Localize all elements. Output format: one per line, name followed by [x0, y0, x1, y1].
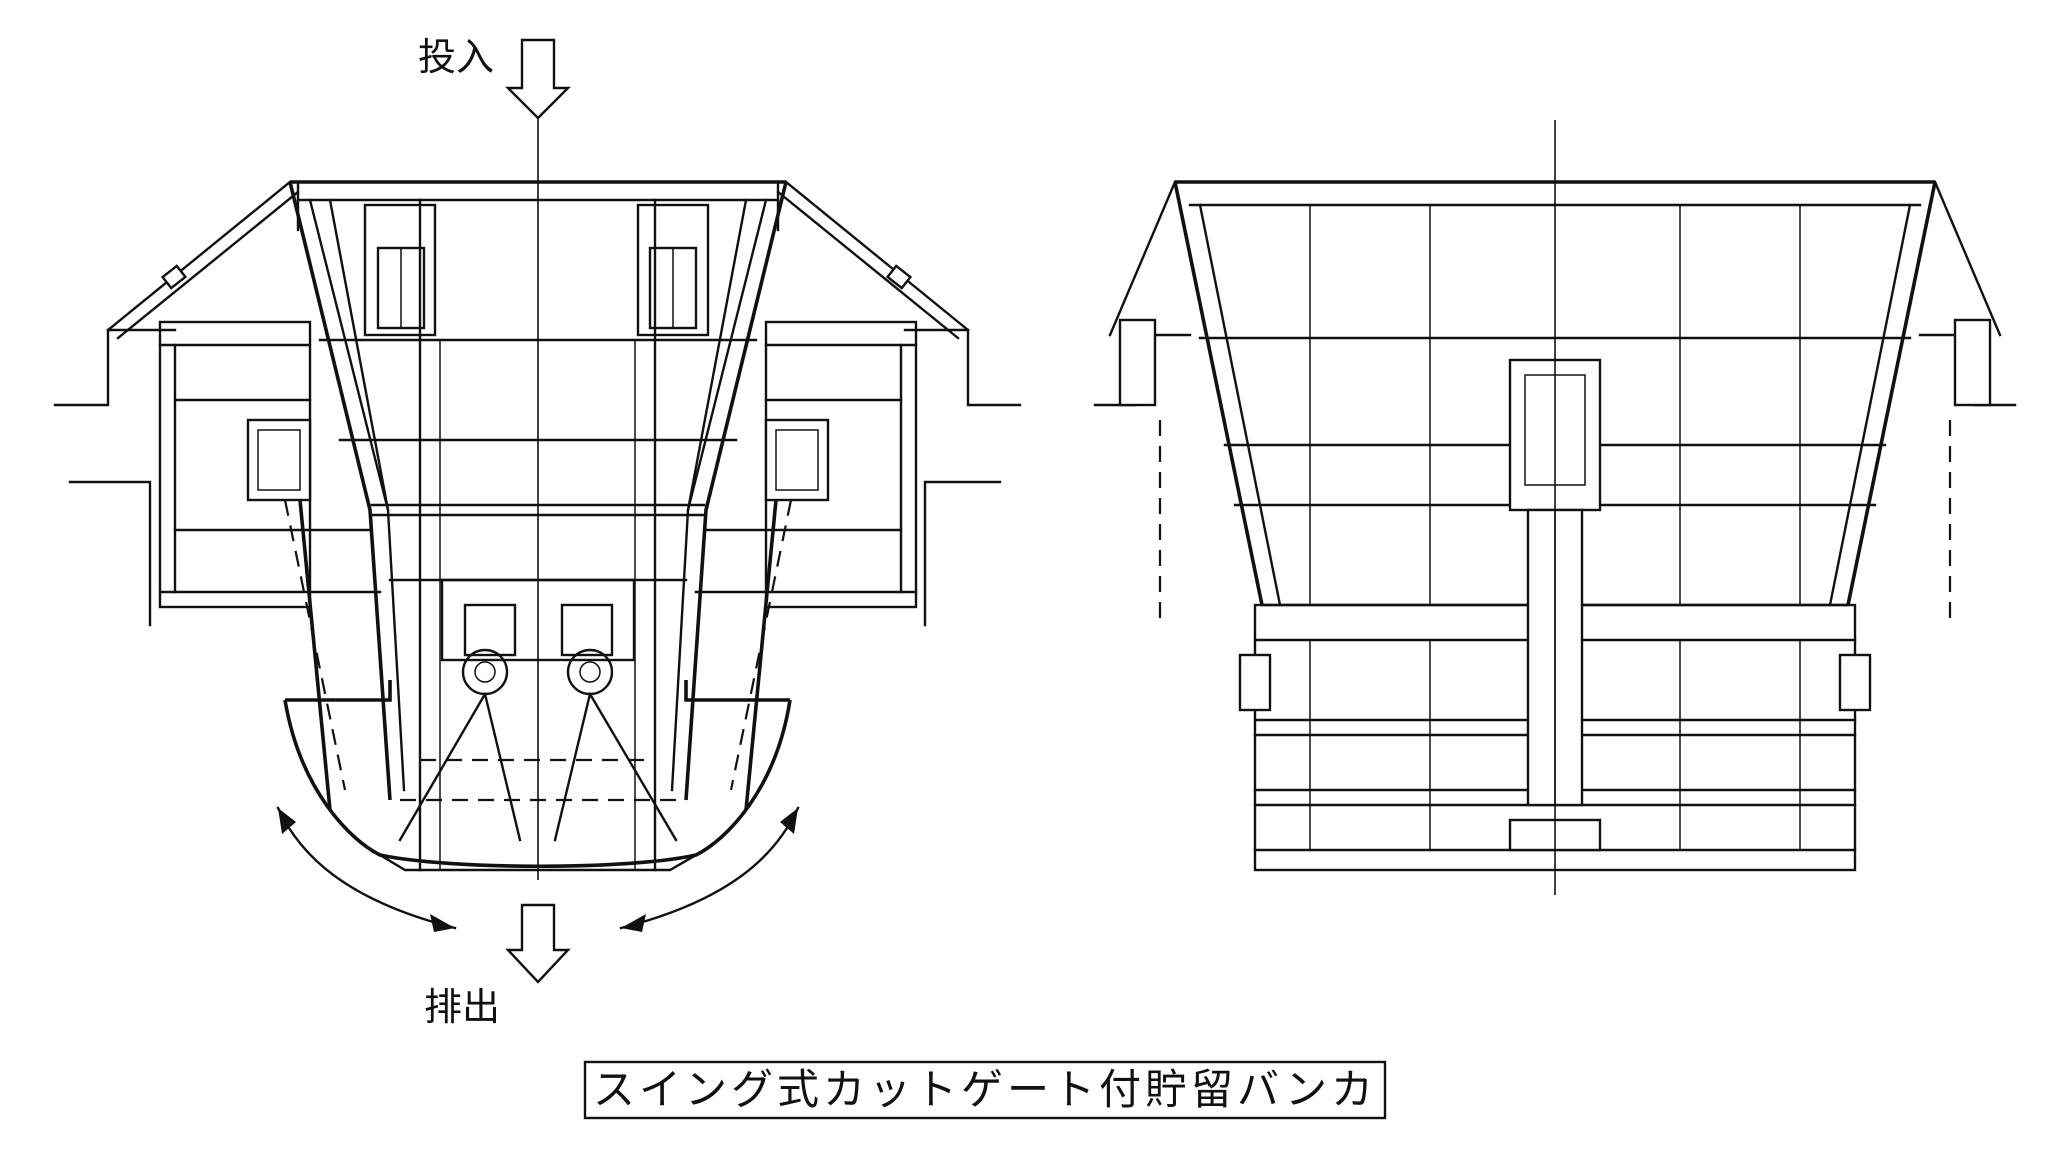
caption-box: スイング式カットゲート付貯留バンカ	[583, 1060, 1387, 1120]
front-view	[53, 38, 1022, 984]
side-view	[1093, 120, 2017, 895]
caption-text: スイング式カットゲート付貯留バンカ	[593, 1065, 1377, 1114]
output-label: 排出	[424, 985, 500, 1029]
input-label: 投入	[418, 35, 494, 79]
